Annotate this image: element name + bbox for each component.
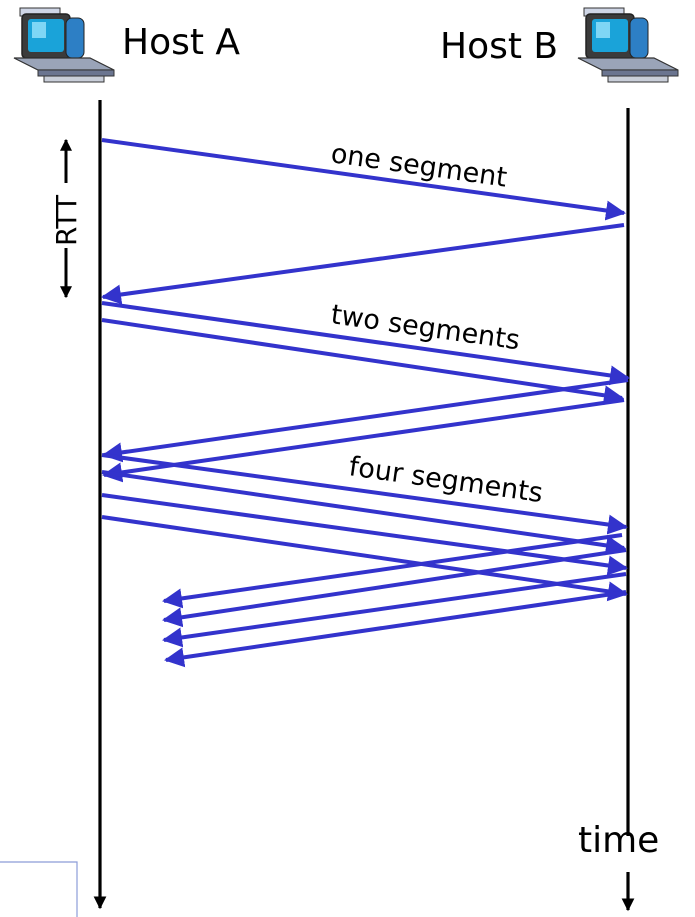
four-segments-ack-arrow-1 — [162, 533, 623, 609]
four-segments-arrow-4 — [101, 515, 628, 602]
two-segments-ack-arrow-1 — [102, 378, 629, 463]
two-segments-ack-arrow-2 — [102, 398, 625, 483]
host-b-computer-icon — [577, 7, 679, 83]
two-segments-arrow-2 — [101, 318, 624, 406]
host-b-label: Host B — [440, 26, 558, 67]
four-segments-ack-arrow-3 — [162, 572, 627, 648]
four-segments-arrow-2 — [101, 470, 626, 556]
corner-frame — [0, 861, 78, 917]
one-segment-ack-arrow — [101, 223, 625, 305]
host-a-label: Host A — [122, 22, 240, 63]
four-segments-arrow-1 — [101, 453, 628, 535]
four-segments-ack-arrow-2 — [162, 548, 627, 628]
rtt-label: RTT — [50, 194, 83, 246]
one-segment-arrow — [101, 138, 626, 221]
four-segments-ack-arrow-4 — [164, 590, 627, 668]
host-a-computer-icon — [13, 7, 115, 83]
four-segments-arrow-3 — [101, 493, 628, 576]
time-label: time — [578, 820, 659, 861]
two-segments-arrow-1 — [101, 301, 630, 386]
rtt-indicator: RTT — [50, 138, 83, 299]
